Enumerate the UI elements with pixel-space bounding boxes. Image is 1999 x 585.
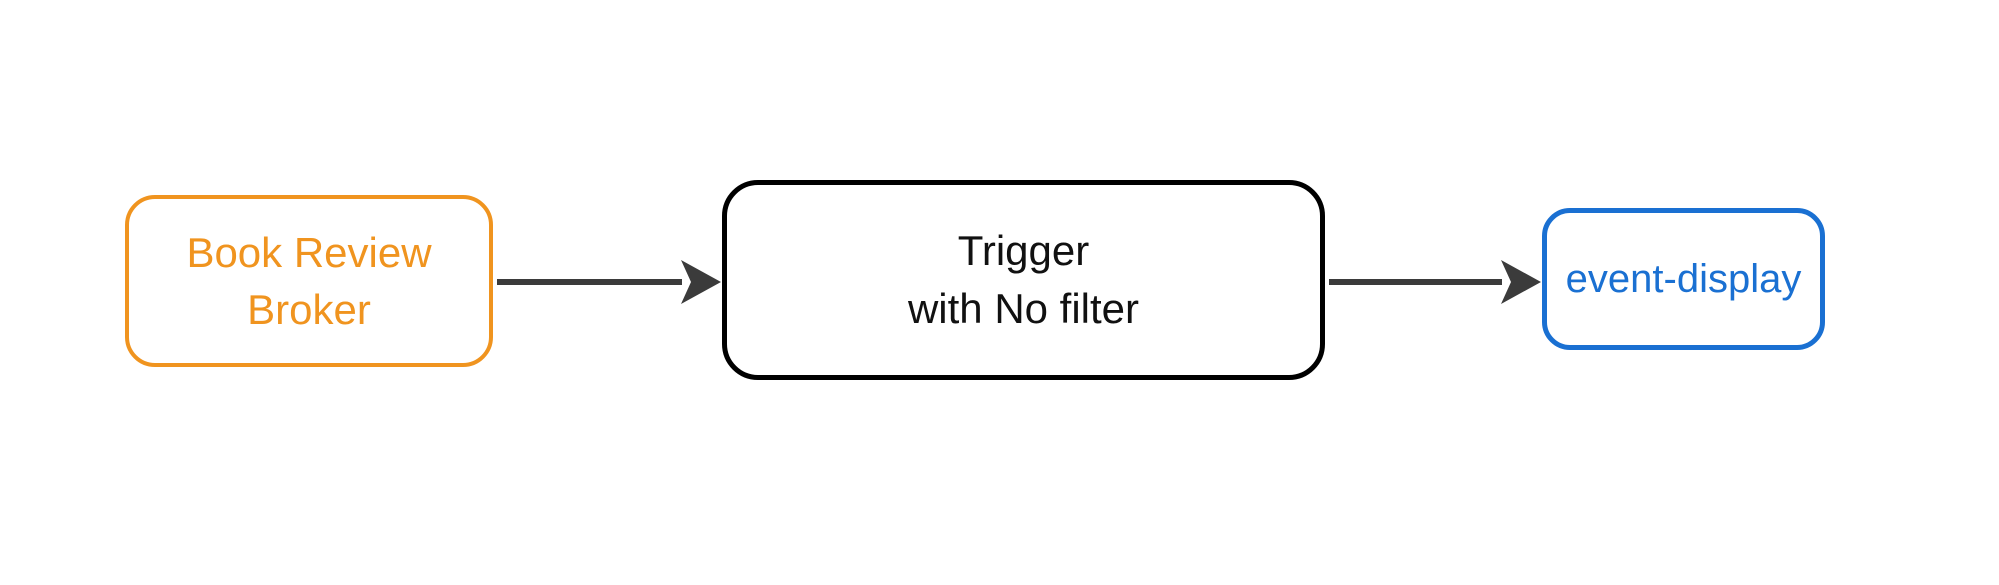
node-book-review-broker: Book Review Broker: [125, 195, 493, 367]
node-label: Broker: [247, 286, 371, 333]
node-event-display: event-display: [1542, 208, 1825, 350]
node-trigger-with-no-filter: Trigger with No filter: [722, 180, 1325, 380]
node-label: event-display: [1565, 257, 1802, 301]
node-label: Book Review: [186, 229, 432, 276]
node-label: with No filter: [907, 285, 1140, 332]
node-label: Trigger: [957, 227, 1090, 274]
